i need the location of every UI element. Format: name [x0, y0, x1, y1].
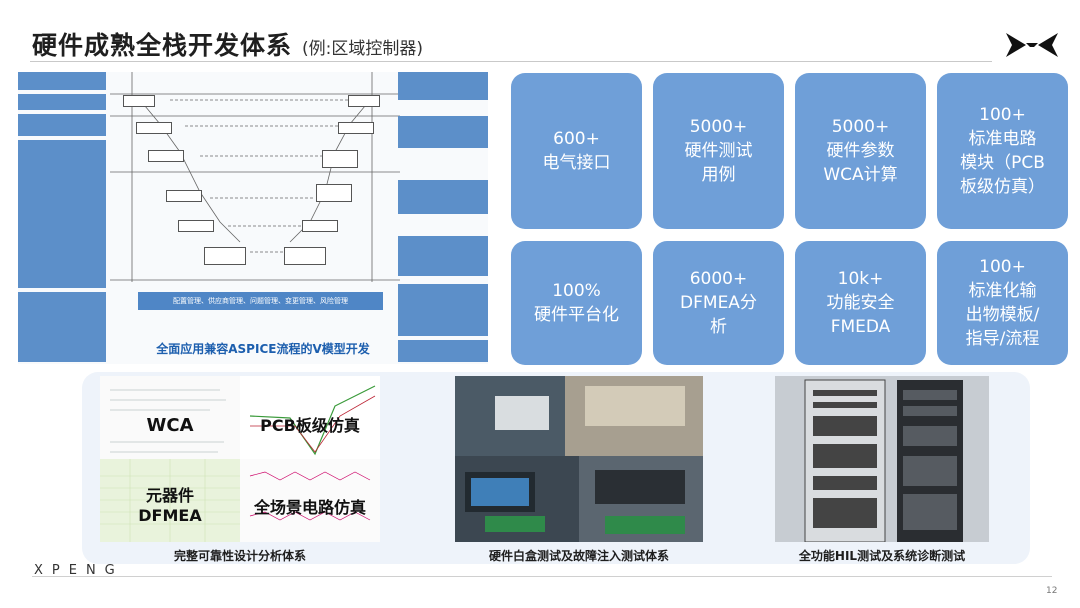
slide-subtitle: (例:区域控制器) [302, 39, 424, 59]
metric-tile-text: 600+ 电气接口 [542, 129, 611, 173]
v-model-management-bar: 配置管理、供应商管理、问题管理、变更管理、风险管理 [138, 292, 383, 310]
metric-tile-text: 10k+ 功能安全 FMEDA [826, 269, 895, 337]
pcb-simulation-label: PCB板级仿真 [260, 416, 360, 435]
wca-label: WCA [146, 415, 194, 436]
metric-tile: 5000+ 硬件参数 WCA计算 [795, 73, 926, 229]
whitebox-test-photo [455, 376, 703, 542]
metric-tile: 100+ 标准电路 模块（PCB 板级仿真） [937, 73, 1068, 229]
page-number: 12 [1046, 586, 1058, 596]
reliability-analysis-image: WCA PCB板级仿真 元器件 DFMEA 全场景电路仿真 [100, 376, 380, 542]
v-model-diagram: 配置管理、供应商管理、问题管理、变更管理、风险管理 全面应用兼容ASPICE流程… [18, 72, 488, 364]
v-model-flow [110, 72, 400, 282]
v-model-node [348, 95, 380, 107]
metric-tile: 600+ 电气接口 [511, 73, 642, 229]
metric-tiles: 600+ 电气接口 5000+ 硬件测试 用例 5000+ 硬件参数 WCA计算… [511, 73, 1069, 365]
metric-tile: 100% 硬件平台化 [511, 241, 642, 365]
metric-tile-text: 100% 硬件平台化 [534, 281, 619, 325]
v-model-node [302, 220, 338, 232]
metric-tile: 6000+ DFMEA分 析 [653, 241, 784, 365]
metric-tile: 100+ 标准化输 出物模板/ 指导/流程 [937, 241, 1068, 365]
metric-tile: 10k+ 功能安全 FMEDA [795, 241, 926, 365]
lab-bench-photo-art [455, 376, 703, 542]
v-model-node [338, 122, 374, 134]
footer-divider [32, 576, 1052, 577]
reliability-screenshot-art [100, 376, 380, 542]
v-model-node [322, 150, 358, 168]
metric-tile-text: 5000+ 硬件参数 WCA计算 [823, 117, 898, 185]
full-scenario-simulation-label: 全场景电路仿真 [253, 498, 366, 517]
v-model-node [178, 220, 214, 232]
v-model-node [148, 150, 184, 162]
hil-rack-photo-art [775, 376, 989, 542]
v-model-node [166, 190, 202, 202]
component-dfmea-label: 元器件 DFMEA [138, 486, 202, 525]
v-model-caption: 全面应用兼容ASPICE流程的V模型开发 [156, 342, 370, 356]
metric-tile-text: 100+ 标准化输 出物模板/ 指导/流程 [965, 257, 1040, 349]
hil-test-photo [775, 376, 989, 542]
xpeng-logo-icon [1006, 33, 1058, 57]
reliability-caption: 完整可靠性设计分析体系 [173, 549, 306, 563]
metric-tile-text: 5000+ 硬件测试 用例 [684, 117, 753, 185]
title-divider [30, 61, 992, 62]
slide-title: 硬件成熟全栈开发体系 (例:区域控制器) [32, 26, 423, 62]
v-model-node [123, 95, 155, 107]
v-model-node [284, 247, 326, 265]
metric-tile: 5000+ 硬件测试 用例 [653, 73, 784, 229]
v-model-node [316, 184, 352, 202]
v-model-node [204, 247, 246, 265]
hil-caption: 全功能HIL测试及系统诊断测试 [798, 549, 966, 563]
slide-title-text: 硬件成熟全栈开发体系 [32, 31, 293, 60]
v-model-left-labels [18, 72, 106, 364]
whitebox-caption: 硬件白盒测试及故障注入测试体系 [488, 549, 669, 563]
v-model-node [136, 122, 172, 134]
metric-tile-text: 100+ 标准电路 模块（PCB 板级仿真） [960, 105, 1045, 197]
metric-tile-text: 6000+ DFMEA分 析 [680, 269, 757, 337]
v-model-right-labels [398, 72, 488, 364]
footer-brand: XPENG [34, 563, 124, 578]
